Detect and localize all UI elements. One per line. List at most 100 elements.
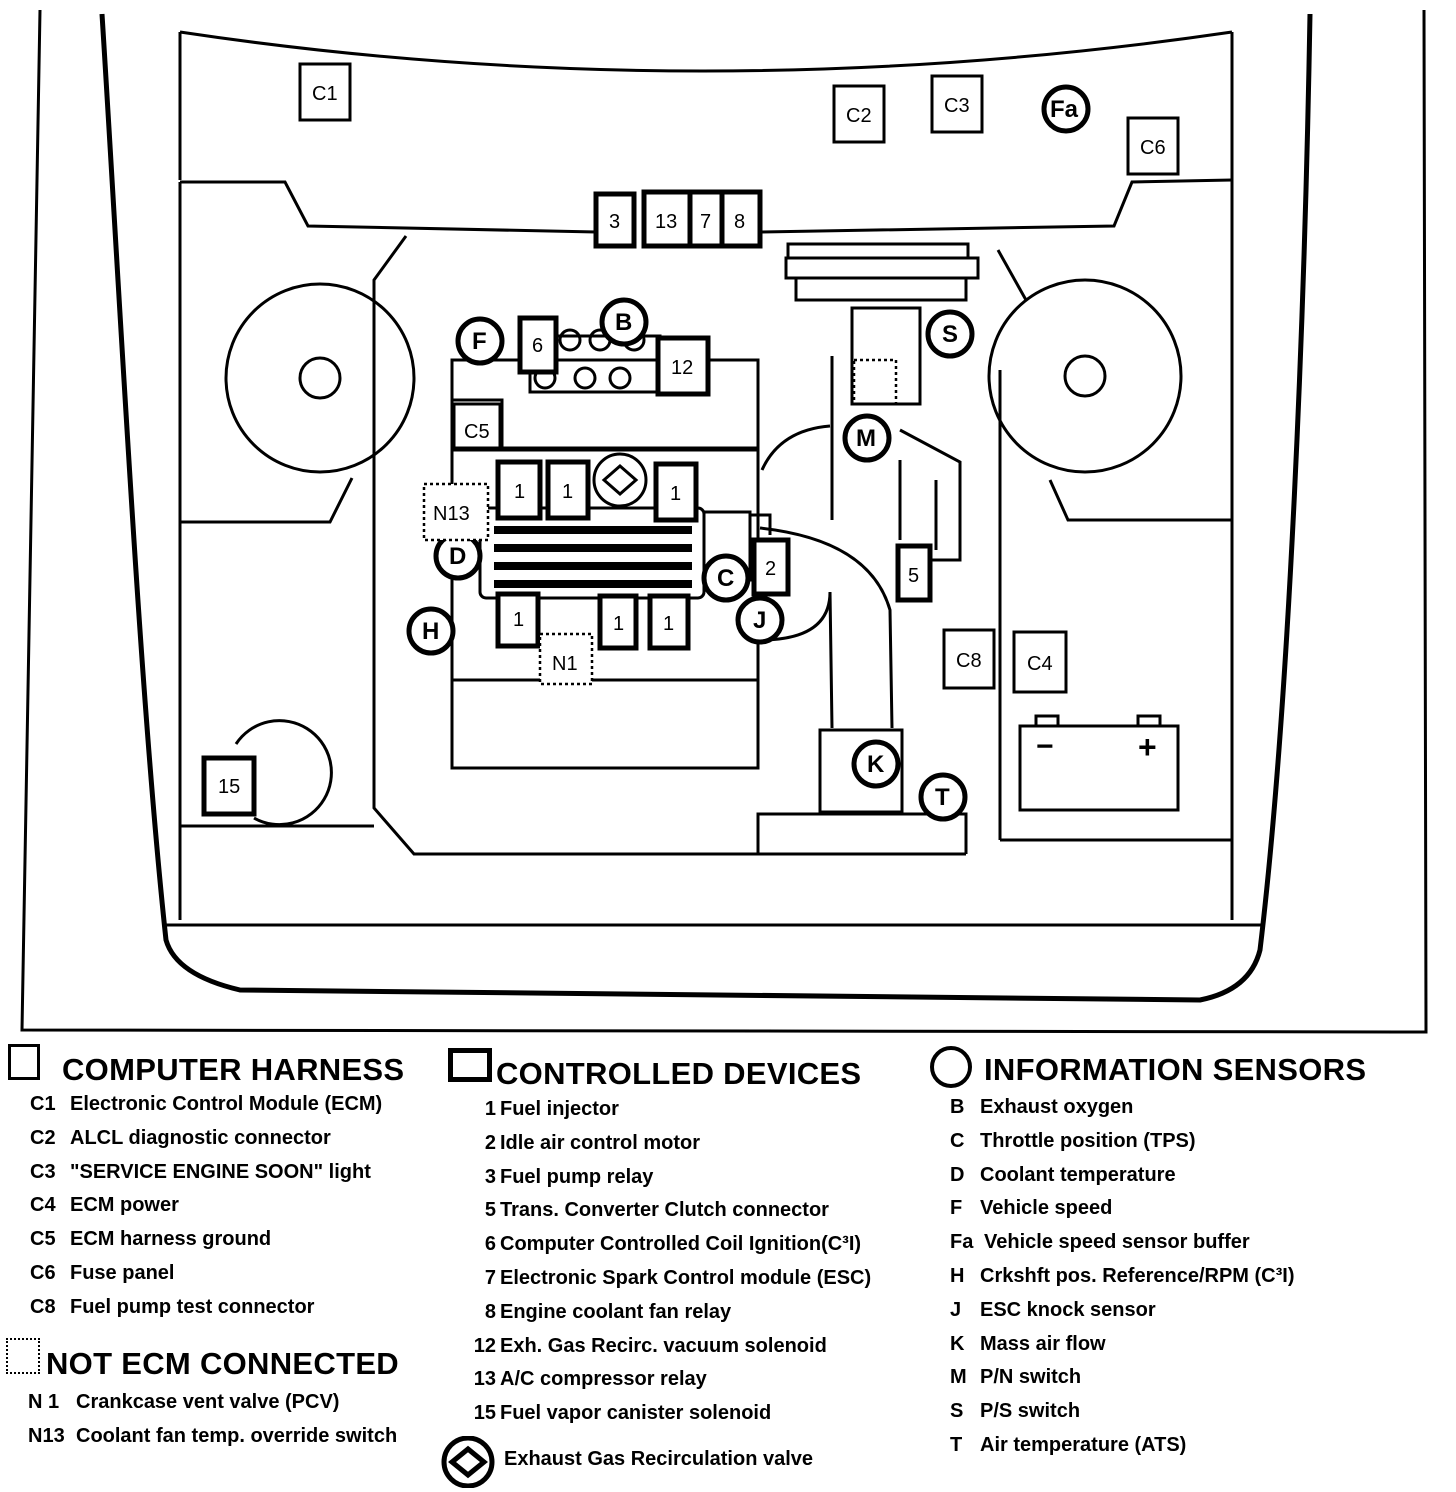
compartment-left	[178, 182, 354, 524]
controlled-double-square-symbol	[448, 1048, 492, 1082]
compartment-right	[1048, 180, 1234, 522]
air-cleaner-mid	[784, 256, 980, 280]
egr-valve	[592, 452, 648, 508]
not-ecm-connected-title: NOT ECM CONNECTED	[46, 1346, 399, 1381]
air-cleaner-top	[786, 242, 970, 260]
c8-label: C8	[956, 650, 982, 672]
battery-pos-post	[1136, 714, 1162, 728]
device-3-label: 3	[609, 211, 620, 233]
hood-front-edge	[179, 30, 1233, 73]
device-13-label: 13	[655, 211, 677, 233]
c2-label: C2	[846, 105, 872, 127]
device-6-label: 6	[532, 335, 543, 357]
computer-harness-title: COMPUTER HARNESS	[62, 1052, 405, 1087]
injector-1c-label: 1	[670, 483, 681, 505]
left-fender	[99, 13, 1313, 1003]
engine-bay	[372, 235, 966, 856]
sensor-m-label: M	[856, 425, 876, 452]
c4-label: C4	[1027, 653, 1053, 675]
injector-1a-label: 1	[514, 481, 525, 503]
sensor-j-label: J	[753, 607, 766, 634]
injector-1d-label: 1	[513, 609, 524, 631]
not-ecm-dotted-symbol	[6, 1338, 40, 1374]
sensor-s-label: S	[942, 321, 958, 348]
engine-base	[450, 678, 760, 770]
injector-1b-label: 1	[562, 481, 573, 503]
n1-label: N1	[552, 653, 578, 675]
n13-label: N13	[433, 503, 470, 525]
sensor-t-label: T	[935, 784, 950, 811]
manifold-ribs	[494, 526, 692, 588]
car-body-outline	[20, 9, 1428, 1034]
left-strut-center	[298, 356, 342, 400]
maf-housing	[818, 728, 904, 814]
cowl-line	[180, 180, 597, 234]
c5-label: C5	[464, 421, 490, 443]
c3-label: C3	[944, 95, 970, 117]
sensor-circle-symbol	[930, 1046, 972, 1088]
engine-bay-right	[996, 249, 1028, 301]
right-strut-tower	[987, 278, 1183, 474]
harness-square-symbol	[8, 1044, 40, 1080]
plug-e	[573, 366, 597, 390]
sensor-fa-label: Fa	[1050, 96, 1079, 123]
air-cleaner-neck	[850, 306, 922, 406]
device-5-label: 5	[908, 565, 919, 587]
sensor-f-label: F	[472, 328, 487, 355]
c1-label: C1	[312, 83, 338, 105]
information-sensors-title: INFORMATION SENSORS	[984, 1052, 1367, 1087]
battery	[1018, 724, 1180, 812]
sensor-c-label: C	[717, 565, 734, 592]
air-cleaner-base	[794, 276, 968, 302]
plug-a	[558, 328, 582, 352]
device-7-label: 7	[700, 211, 711, 233]
c6-label: C6	[1140, 137, 1166, 159]
canister-arc	[234, 719, 333, 827]
injector-1f-label: 1	[663, 613, 674, 635]
device-2-label: 2	[765, 558, 776, 580]
sensor-k-label: K	[867, 751, 885, 778]
egr-valve-note: Exhaust Gas Recirculation valve	[504, 1448, 814, 1470]
sensor-b-label: B	[615, 309, 632, 336]
air-duct	[759, 424, 894, 729]
device-12-label: 12	[671, 357, 693, 379]
battery-neg-post	[1034, 714, 1060, 728]
egr-valve-diamond	[601, 464, 639, 496]
plug-f	[608, 366, 632, 390]
device-15-label: 15	[218, 776, 240, 798]
injector-1e-label: 1	[613, 613, 624, 635]
